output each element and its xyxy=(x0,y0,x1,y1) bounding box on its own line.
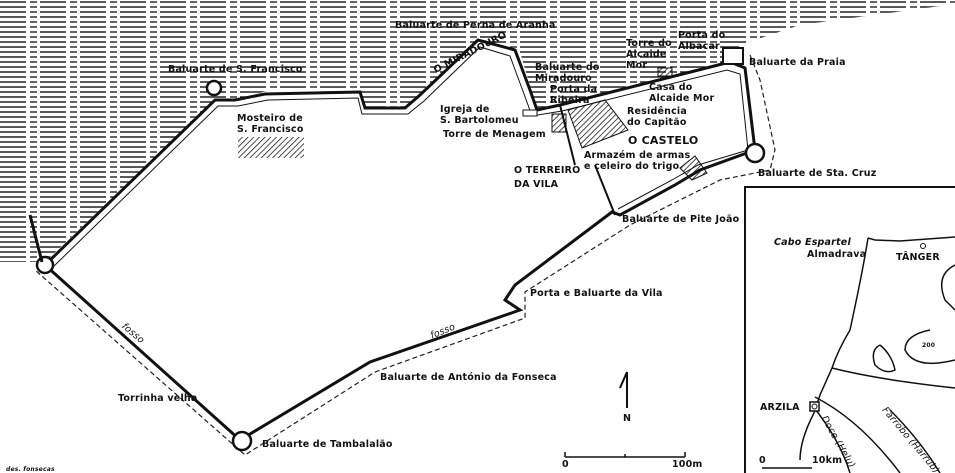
label-line: Torre do xyxy=(626,38,672,49)
north-arrow xyxy=(619,371,628,408)
label-sta-cruz: Baluarte de Sta. Cruz xyxy=(758,168,877,179)
label-line: Casa do xyxy=(649,82,693,93)
signature: des. fonsecas xyxy=(6,466,55,473)
label-line: DA VILA xyxy=(514,179,559,190)
label-line: Mor xyxy=(626,60,648,71)
residencia-building xyxy=(567,99,629,149)
moat xyxy=(34,54,776,456)
mosteiro-building xyxy=(238,137,304,158)
label-line: Mosteiro de xyxy=(237,113,303,124)
inset-label-almadrava: Almadrava xyxy=(807,249,867,260)
inset-label-arzila: ARZILA xyxy=(760,402,800,413)
armazem-building xyxy=(679,155,708,181)
label-castelo: O CASTELO xyxy=(628,134,699,147)
inset-label-cabo: Cabo Espartel xyxy=(774,237,851,248)
label-line: Albacar xyxy=(678,41,720,52)
scale-zero: 0 xyxy=(562,459,569,470)
label-line: Alcaide Mor xyxy=(649,93,715,104)
label-torre-menagem: Torre de Menagem xyxy=(443,129,546,140)
bastion-west xyxy=(35,255,55,275)
label-line: O TERREIRO xyxy=(514,165,581,176)
label-line: Igreja de xyxy=(440,104,490,115)
label-line: Alcaide xyxy=(626,49,667,60)
label-line: do Capitão xyxy=(627,117,687,128)
scale-end: 100m xyxy=(672,459,703,470)
label-line: S. Francisco xyxy=(237,124,304,135)
label-baluarte-praia: Baluarte da Praia xyxy=(749,57,846,68)
label-line: Residência xyxy=(627,106,687,117)
label-line: S. Bartolomeu xyxy=(440,115,519,126)
torre-menagem-building xyxy=(551,113,567,133)
scale-bar xyxy=(564,452,686,458)
label-torrinha: Torrinha velha xyxy=(118,393,198,404)
bastion-s-francisco xyxy=(205,79,223,97)
label-terreiro: O TERREIRO DA VILA xyxy=(514,164,580,192)
label-perna-aranha: Baluarte de Perna de Aranha xyxy=(395,20,556,31)
label-antonio-fonseca: Baluarte de António da Fonseca xyxy=(380,372,557,383)
city-wall xyxy=(43,38,757,442)
label-line: Armazém de armas xyxy=(584,150,691,161)
label-line: e celeiro do trigo xyxy=(584,161,680,172)
label-line: Ribeira xyxy=(550,95,590,106)
label-line: Miradouro xyxy=(535,73,592,84)
inset-scale-end: 10km xyxy=(812,455,843,466)
label-line: Porta da xyxy=(550,84,598,95)
label-tambalalao: Baluarte de Tambalalão xyxy=(262,439,393,450)
label-pite-joao: Baluarte de Pite João xyxy=(622,214,740,225)
label-porta-vila: Porta e Baluarte da Vila xyxy=(530,288,663,299)
inset-contour-label: 200 xyxy=(922,342,936,349)
north-label: N xyxy=(623,413,632,424)
label-line: Baluarte do xyxy=(535,62,600,73)
inset-scale-zero: 0 xyxy=(759,455,766,466)
inset-label-tanger: TÂNGER xyxy=(896,252,940,263)
label-baluarte-s-francisco: Baluarte de S. Francisco xyxy=(168,64,303,75)
sea-area xyxy=(0,0,955,262)
bastion-praia xyxy=(722,47,744,65)
label-line: Porta do xyxy=(678,30,726,41)
bastion-tambalalao xyxy=(231,430,253,452)
bastion-sta-cruz xyxy=(744,142,766,164)
